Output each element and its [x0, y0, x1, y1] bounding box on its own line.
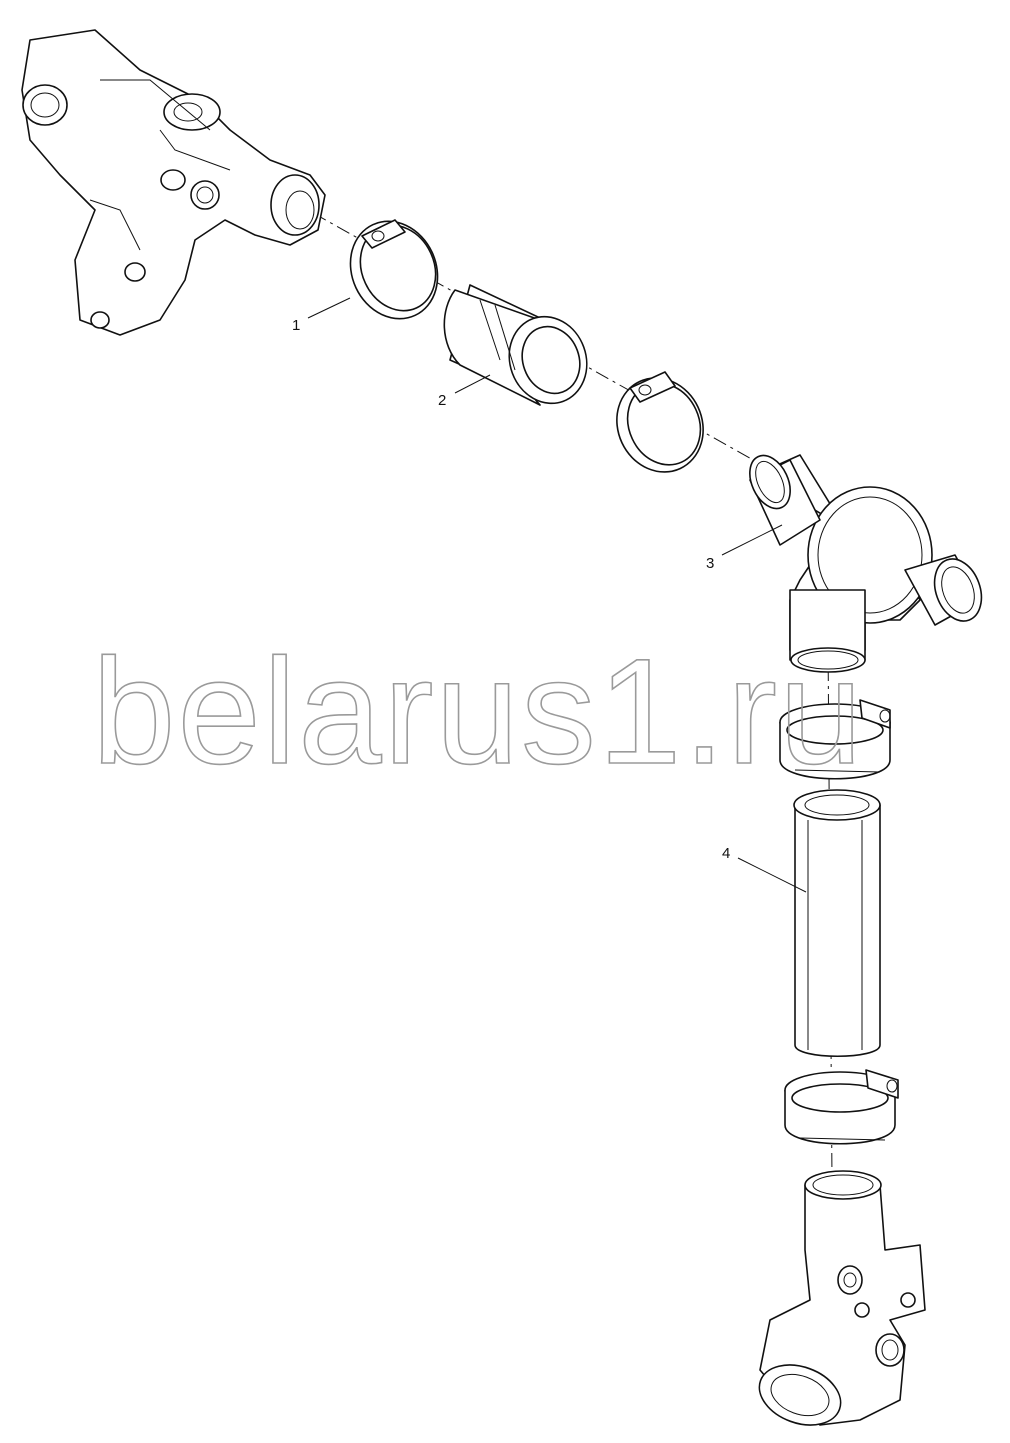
clamp-lower-vertical	[784, 1069, 899, 1145]
hose-4	[793, 789, 881, 1057]
clamp-upper-vertical	[779, 699, 891, 780]
callout-label-1: 1	[292, 317, 300, 334]
callout-label-2: 2	[438, 392, 446, 409]
callout-2: 2	[438, 374, 491, 409]
engine-housing	[21, 29, 326, 336]
pump-housing-lower	[758, 1170, 926, 1426]
hose-2	[443, 284, 588, 406]
thermostat-housing-3	[749, 454, 983, 673]
watermark-text: belarus1.ru	[92, 627, 864, 795]
clamp-middle	[616, 371, 704, 473]
callout-1: 1	[292, 297, 351, 334]
callout-3: 3	[706, 524, 783, 572]
callout-label-4: 4	[722, 845, 730, 862]
callout-label-3: 3	[706, 555, 714, 572]
clamp-1	[349, 219, 439, 320]
callout-4: 4	[722, 845, 807, 893]
